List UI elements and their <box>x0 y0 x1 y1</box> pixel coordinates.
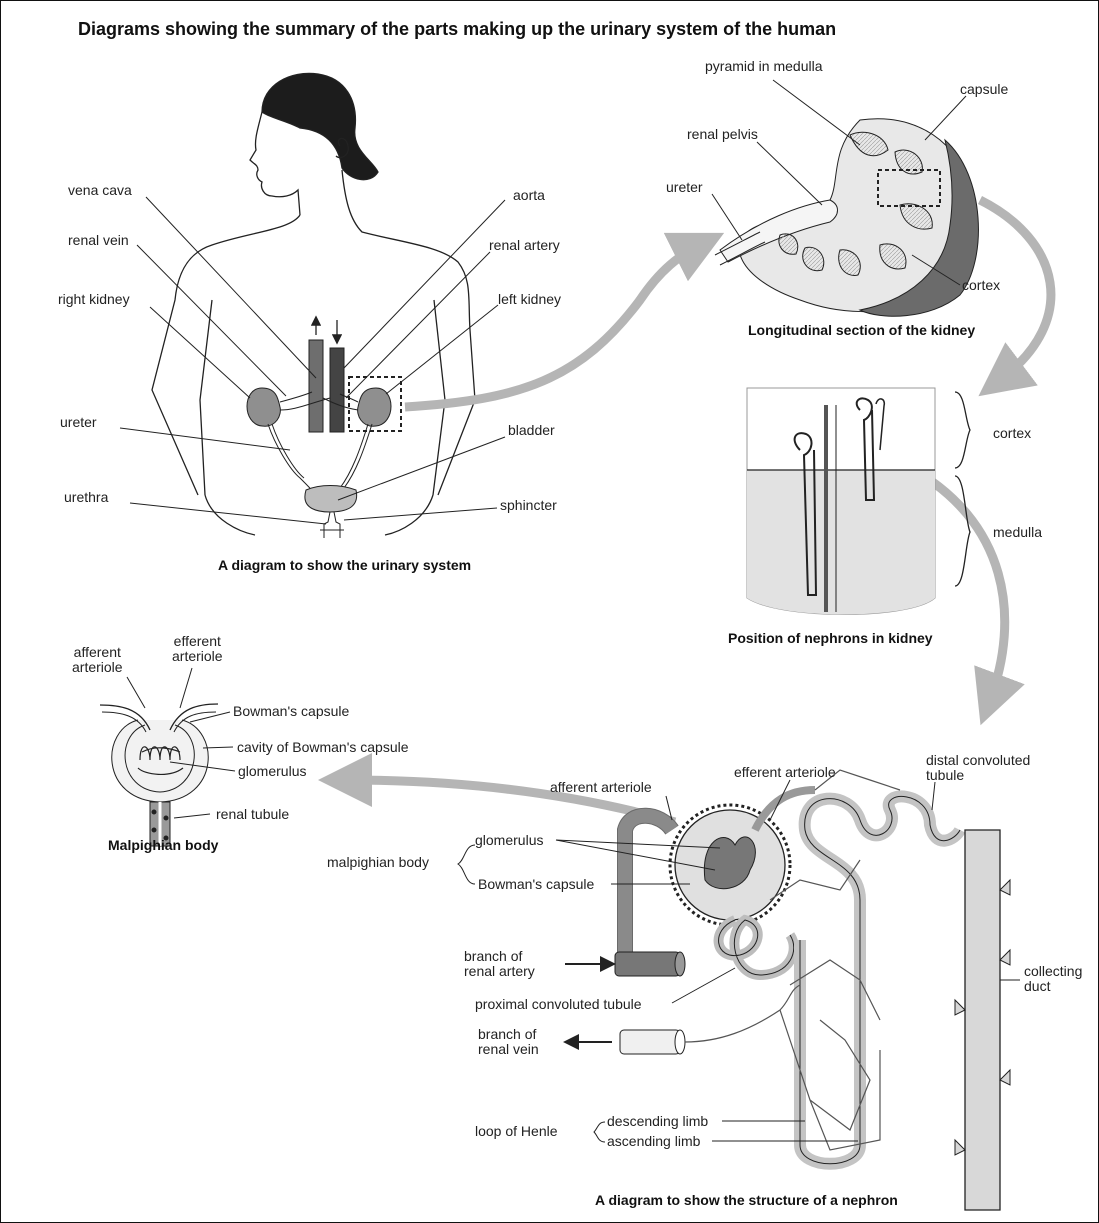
label-distal-tubule: distal convoluted tubule <box>926 753 1030 784</box>
caption-urinary-system: A diagram to show the urinary system <box>218 558 471 573</box>
human-figure <box>152 73 475 535</box>
collecting-duct <box>965 830 1000 1210</box>
label-malpighian-efferent: efferent arteriole <box>172 634 223 665</box>
label-nephron-glomerulus: glomerulus <box>475 833 543 848</box>
label-urethra: urethra <box>64 490 108 505</box>
label-ureter: ureter <box>60 415 97 430</box>
hair <box>262 73 378 179</box>
label-kidney-cortex: cortex <box>962 278 1000 293</box>
label-loop-of-henle: loop of Henle <box>475 1124 558 1139</box>
kidneys <box>247 377 401 431</box>
label-collecting-duct: collecting duct <box>1024 964 1082 995</box>
label-aorta: aorta <box>513 188 545 203</box>
label-sphincter: sphincter <box>500 498 557 513</box>
caption-malpighian: Malpighian body <box>108 838 218 853</box>
urinary-tract <box>268 424 372 538</box>
label-afferent-arteriole: afferent arteriole <box>550 780 652 795</box>
label-malpighian-cavity: cavity of Bowman's capsule <box>237 740 409 755</box>
label-branch-vein: branch of renal vein <box>478 1027 539 1058</box>
label-left-kidney: left kidney <box>498 292 561 307</box>
vena-cava <box>309 340 323 432</box>
label-kidney-ureter: ureter <box>666 180 703 195</box>
right-kidney <box>247 388 280 426</box>
label-renal-artery: renal artery <box>489 238 560 253</box>
branch-renal-artery <box>615 952 680 976</box>
label-ascending-limb: ascending limb <box>607 1134 700 1149</box>
label-malpighian-body: malpighian body <box>327 855 429 870</box>
label-proximal-tubule: proximal convoluted tubule <box>475 997 642 1012</box>
label-renal-vein: renal vein <box>68 233 129 248</box>
medulla-zone <box>747 470 935 615</box>
label-efferent-arteriole: efferent arteriole <box>734 765 836 780</box>
label-malpighian-tubule: renal tubule <box>216 807 289 822</box>
label-bladder: bladder <box>508 423 555 438</box>
branch-renal-vein <box>620 1030 680 1054</box>
caption-nephron: A diagram to show the structure of a nep… <box>595 1193 898 1208</box>
label-right-kidney: right kidney <box>58 292 130 307</box>
caption-kidney-section: Longitudinal section of the kidney <box>748 323 975 338</box>
page-title: Diagrams showing the summary of the part… <box>78 20 836 40</box>
label-malpighian-bowmans: Bowman's capsule <box>233 704 349 719</box>
malpighian-body <box>100 668 235 846</box>
label-nephron-bowmans: Bowman's capsule <box>478 877 594 892</box>
label-descending-limb: descending limb <box>607 1114 708 1129</box>
vessels <box>309 318 344 432</box>
kidney-section <box>712 80 978 316</box>
bladder <box>305 486 357 513</box>
label-position-cortex: cortex <box>993 426 1031 441</box>
label-branch-artery: branch of renal artery <box>464 949 535 980</box>
label-position-medulla: medulla <box>993 525 1042 540</box>
label-capsule: capsule <box>960 82 1008 97</box>
label-renal-pelvis: renal pelvis <box>687 127 758 142</box>
label-vena-cava: vena cava <box>68 183 132 198</box>
label-malpighian-afferent: afferent arteriole <box>72 645 123 676</box>
caption-nephron-position: Position of nephrons in kidney <box>728 631 933 646</box>
aorta <box>330 348 344 432</box>
arrow-to-kidney <box>405 245 700 407</box>
label-malpighian-glomerulus: glomerulus <box>238 764 306 779</box>
nephron-position <box>747 388 970 615</box>
face <box>250 112 300 215</box>
label-pyramid: pyramid in medulla <box>705 59 823 74</box>
